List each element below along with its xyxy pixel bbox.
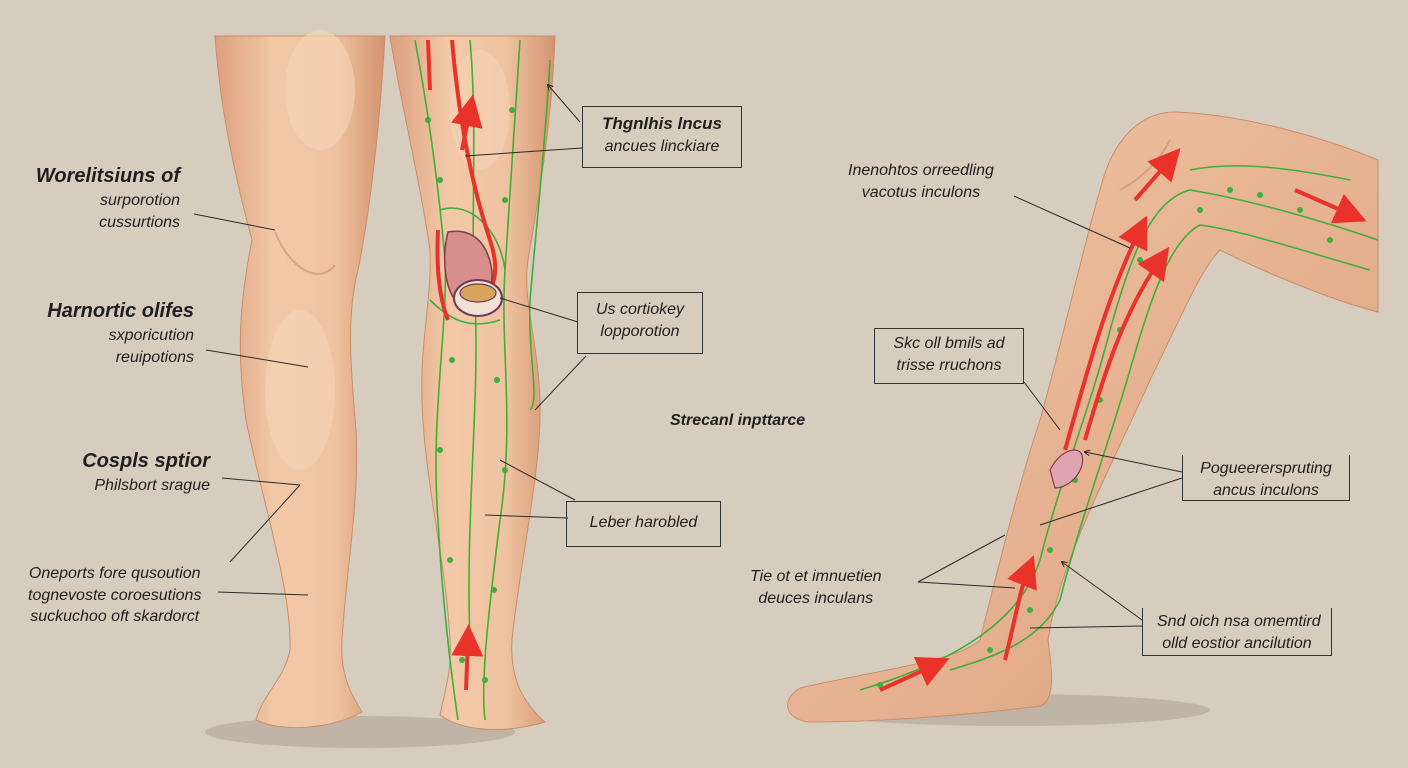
label-right-mid-line-1: Tie ot et imnuetien: [750, 568, 882, 585]
label-box-5-line-1: Pogueererspruting: [1200, 460, 1332, 477]
label-box-1: Thgnlhis lncus ancues linckiare: [582, 106, 742, 168]
label-left-1-line-2: cussurtions: [99, 213, 180, 231]
center-label: Strecanl inpttarce: [670, 412, 806, 429]
label-box-3-line: Leber harobled: [589, 514, 698, 531]
label-left-3-heading: Cospls sptior: [82, 450, 210, 472]
label-box-5-line-2: ancus inculons: [1213, 481, 1319, 499]
label-right-top-line-2: vacotus inculons: [861, 183, 981, 201]
label-left-3: Cospls sptior Philsbort srague: [82, 448, 210, 497]
label-box-2-line-1: Us cortiokey: [595, 301, 685, 318]
left-thigh-highlight: [285, 30, 355, 150]
left-knee-crease: [274, 231, 336, 275]
label-right-top-line-1: Inenohtos orreedling: [848, 162, 994, 179]
label-box-6-line-2: olld eostior ancilution: [1162, 634, 1312, 652]
label-box-3: Leber harobled: [566, 501, 721, 547]
label-box-2-line-2: lopporotion: [600, 322, 680, 340]
right-red-arrows: [879, 147, 1367, 692]
label-left-4-line-3: suckuchoo oft skardorct: [30, 608, 200, 626]
red-arrow-icon: [451, 94, 483, 151]
label-left-2-line-2: reuipotions: [115, 348, 194, 366]
center-red-arrows: [426, 39, 503, 691]
center-leg: [389, 35, 556, 730]
label-left-1-heading: Worelitsiuns of: [35, 165, 180, 187]
label-right-mid: Tie ot et imnuetien deuces inculans: [750, 566, 881, 609]
label-box-5: Pogueererspruting ancus inculons: [1182, 455, 1350, 501]
label-box-4-line-1: Skc oll bmils ad: [893, 335, 1005, 352]
label-left-1-line-1: surporotion: [99, 192, 180, 209]
label-box-6-line-1: Snd oich nsa omemtird: [1157, 613, 1321, 630]
label-box-4: Skc oll bmils ad trisse rruchons: [874, 328, 1024, 384]
label-left-2-heading: Harnortic olifes: [47, 300, 194, 322]
label-box-2: Us cortiokey lopporotion: [577, 292, 703, 354]
label-left-4-line-1: Oneports fore qusoution: [28, 565, 201, 582]
right-leg: [787, 111, 1379, 723]
label-box-4-line-2: trisse rruchons: [896, 356, 1002, 374]
label-left-2-line-1: sxporicution: [108, 327, 194, 344]
label-right-top: Inenohtos orreedling vacotus inculons: [848, 160, 994, 203]
leader-lines: [193, 85, 1183, 629]
label-left-4-line-2: tognevoste coroesutions: [28, 586, 202, 604]
label-left-3-line-1: Philsbort srague: [94, 477, 210, 494]
label-box-1-line: ancues linckiare: [604, 137, 720, 155]
label-right-mid-line-2: deuces inculans: [758, 589, 874, 607]
lesion-icon: [1049, 449, 1084, 489]
label-box-6: Snd oich nsa omemtird olld eostior ancil…: [1142, 608, 1332, 656]
knee-joint-icon: [443, 230, 503, 317]
center-vessel-dots: [425, 107, 515, 683]
right-vessels: [859, 165, 1379, 691]
label-left-4: Oneports fore qusoution tognevoste coroe…: [28, 563, 201, 628]
label-box-1-heading: Thgnlhis lncus: [602, 114, 722, 133]
label-left-2: Harnortic olifes sxporicution reuipotion…: [47, 298, 194, 368]
label-left-1: Worelitsiuns of surporotion cussurtions: [36, 163, 180, 233]
left-calf-highlight: [265, 310, 335, 470]
